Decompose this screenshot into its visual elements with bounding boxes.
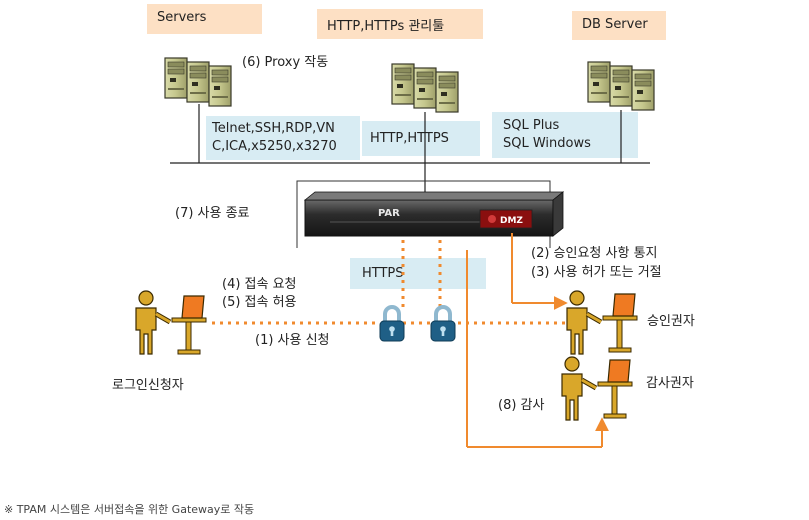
db-server-icon [587, 61, 655, 111]
tpam-appliance-icon [303, 191, 565, 237]
step-7-label: (7) 사용 종료 [175, 206, 250, 221]
servers-protocols-line2: C,ICA,x5250,x3270 [212, 139, 337, 154]
servers-label-box: Servers [147, 4, 262, 34]
https-box: HTTPS [350, 258, 486, 289]
approver-desk-icon [602, 293, 638, 353]
db-protocols-box: SQL Plus SQL Windows [492, 112, 638, 158]
step-2-label: (2) 승인요청 사항 통지 [531, 246, 658, 261]
http-tool-server-icon [391, 63, 459, 113]
requester-desk-icon [171, 295, 207, 355]
approver-label: 승인권자 [647, 314, 695, 329]
auditor-desk-icon [597, 359, 633, 419]
db-protocols-line2: SQL Windows [503, 136, 591, 151]
device-badge: DMZ [500, 216, 523, 226]
lock-icon-2 [429, 305, 457, 343]
db-protocols-line1: SQL Plus [503, 118, 560, 133]
approver-person-icon [567, 291, 601, 354]
http-protocols-label: HTTP,HTTPS [370, 131, 449, 146]
dotted-connections [212, 240, 565, 325]
servers-protocols-line1: Telnet,SSH,RDP,VN [212, 121, 335, 136]
https-label: HTTPS [362, 266, 404, 281]
auditor-person-icon [562, 357, 596, 420]
servers-icon [164, 57, 232, 107]
step-6-label: (6) Proxy 작동 [242, 55, 329, 70]
lock-icon [378, 305, 406, 343]
requester-person-icon [136, 291, 170, 354]
step-1-label: (1) 사용 신청 [255, 333, 330, 348]
auditor-label: 감사권자 [646, 376, 694, 391]
approval-arrow [511, 233, 568, 310]
step-4-label: (4) 접속 요청 [222, 277, 297, 292]
requester-label: 로그인신청자 [112, 378, 184, 393]
servers-label: Servers [157, 10, 207, 25]
servers-protocols-box: Telnet,SSH,RDP,VN C,ICA,x5250,x3270 [206, 116, 360, 160]
http-protocols-box: HTTP,HTTPS [362, 121, 480, 156]
http-tool-label-box: HTTP,HTTPs 관리툴 [317, 9, 483, 39]
audit-arrow [466, 250, 609, 448]
step-3-label: (3) 사용 허가 또는 거절 [531, 265, 662, 280]
http-tool-label: HTTP,HTTPs 관리툴 [327, 19, 445, 34]
db-server-label-box: DB Server [572, 11, 666, 40]
device-brand: PAR [378, 208, 400, 219]
db-server-label: DB Server [582, 17, 648, 32]
step-8-label: (8) 감사 [498, 398, 545, 413]
footnote: ※ TPAM 시스템은 서버접속을 위한 Gateway로 작동 [4, 503, 255, 516]
step-5-label: (5) 접속 허용 [222, 295, 297, 310]
